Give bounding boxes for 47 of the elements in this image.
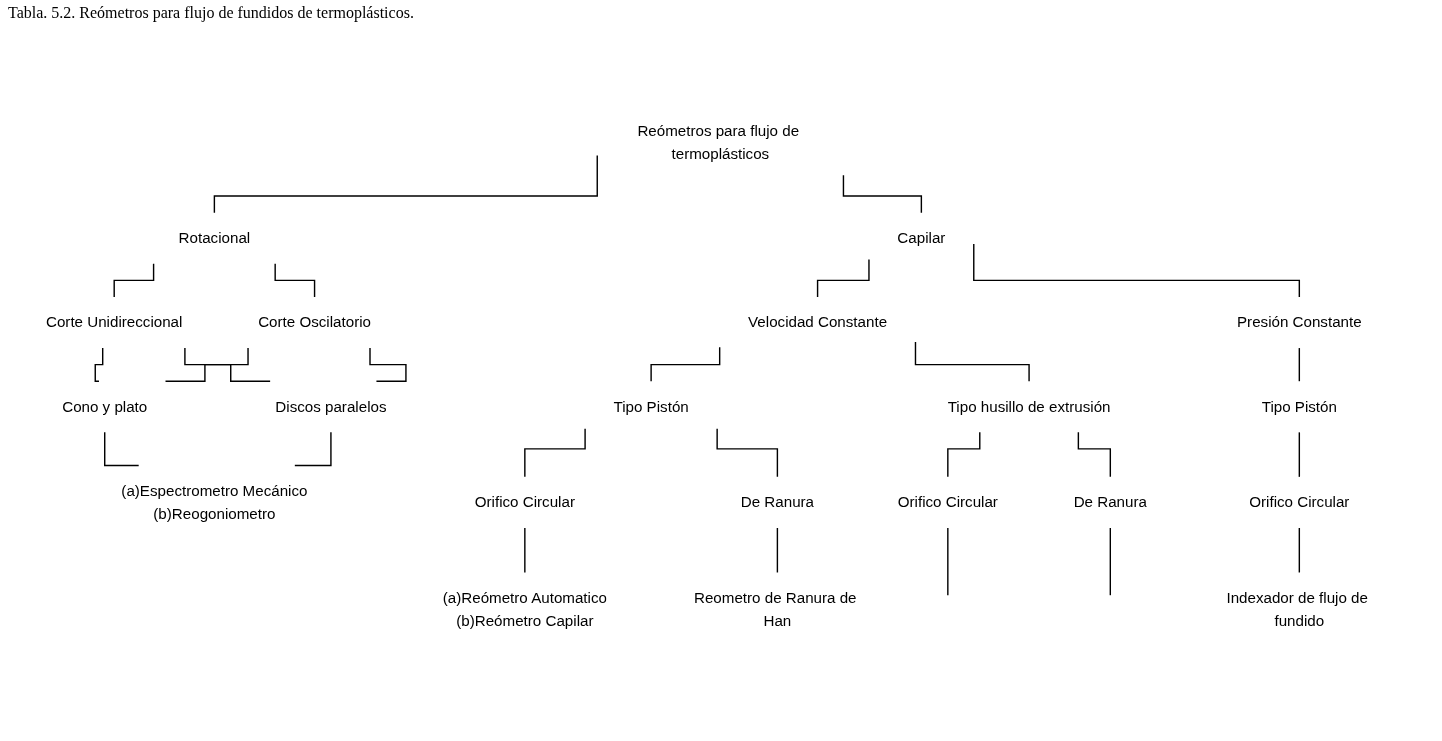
node-text: Velocidad Constante [748, 313, 888, 331]
node-text: Cono y plato [62, 398, 148, 415]
connector [650, 346, 721, 382]
connector [184, 347, 271, 382]
node-text: (a)Reómetro Automatico (b)Reómetro Capilar [442, 589, 607, 629]
node-text: Orifico Circular [897, 493, 998, 510]
connector [104, 431, 140, 467]
node-text: Orifico Circular [474, 493, 575, 510]
node-text: De Ranura [1073, 493, 1147, 510]
connector [113, 263, 155, 298]
node-text: Tipo husillo de extrusión [947, 398, 1111, 415]
connector [776, 527, 779, 574]
connector [1298, 527, 1301, 574]
node-text: Reometro de Ranura de Han [694, 589, 857, 629]
node-text: Indexador de flujo de fundido [1226, 589, 1368, 629]
connector [1298, 347, 1301, 382]
connector [947, 527, 949, 596]
connector [274, 263, 316, 298]
node-text: De Ranura [740, 493, 815, 510]
connector [816, 258, 870, 298]
connector [914, 341, 1030, 382]
node-text: Capilar [897, 229, 946, 246]
connector [524, 428, 586, 478]
node-text: Tipo Pistón [1261, 398, 1337, 415]
connector [369, 347, 407, 382]
node-text: Presión Constante [1237, 313, 1362, 331]
connector [164, 347, 249, 382]
node-text: Orifico Circular [1249, 493, 1350, 510]
connector [294, 431, 332, 467]
node-text: Rotacional [178, 229, 251, 246]
connector [213, 154, 598, 214]
node-text: Reómetros para flujo de termoplásticos [637, 122, 800, 162]
connector [1298, 431, 1301, 478]
node-text: Corte Unidireccional [45, 313, 183, 331]
connector [842, 174, 923, 214]
connector [1077, 431, 1111, 478]
connector [947, 431, 981, 478]
connector [973, 243, 1301, 298]
node-text: Corte Oscilatorio [258, 313, 371, 331]
table-title: Tabla. 5.2. Reómetros para flujo de fundidos de termoplásticos. [8, 4, 415, 22]
connector [94, 347, 104, 382]
connector [1109, 527, 1111, 596]
node-text: Tipo Pistón [613, 398, 689, 415]
node-text: Discos paralelos [275, 398, 387, 415]
node-text: (a)Espectrometro Mecánico (b)Reogoniometro [121, 482, 308, 522]
connector [524, 527, 526, 574]
connector [716, 428, 779, 478]
